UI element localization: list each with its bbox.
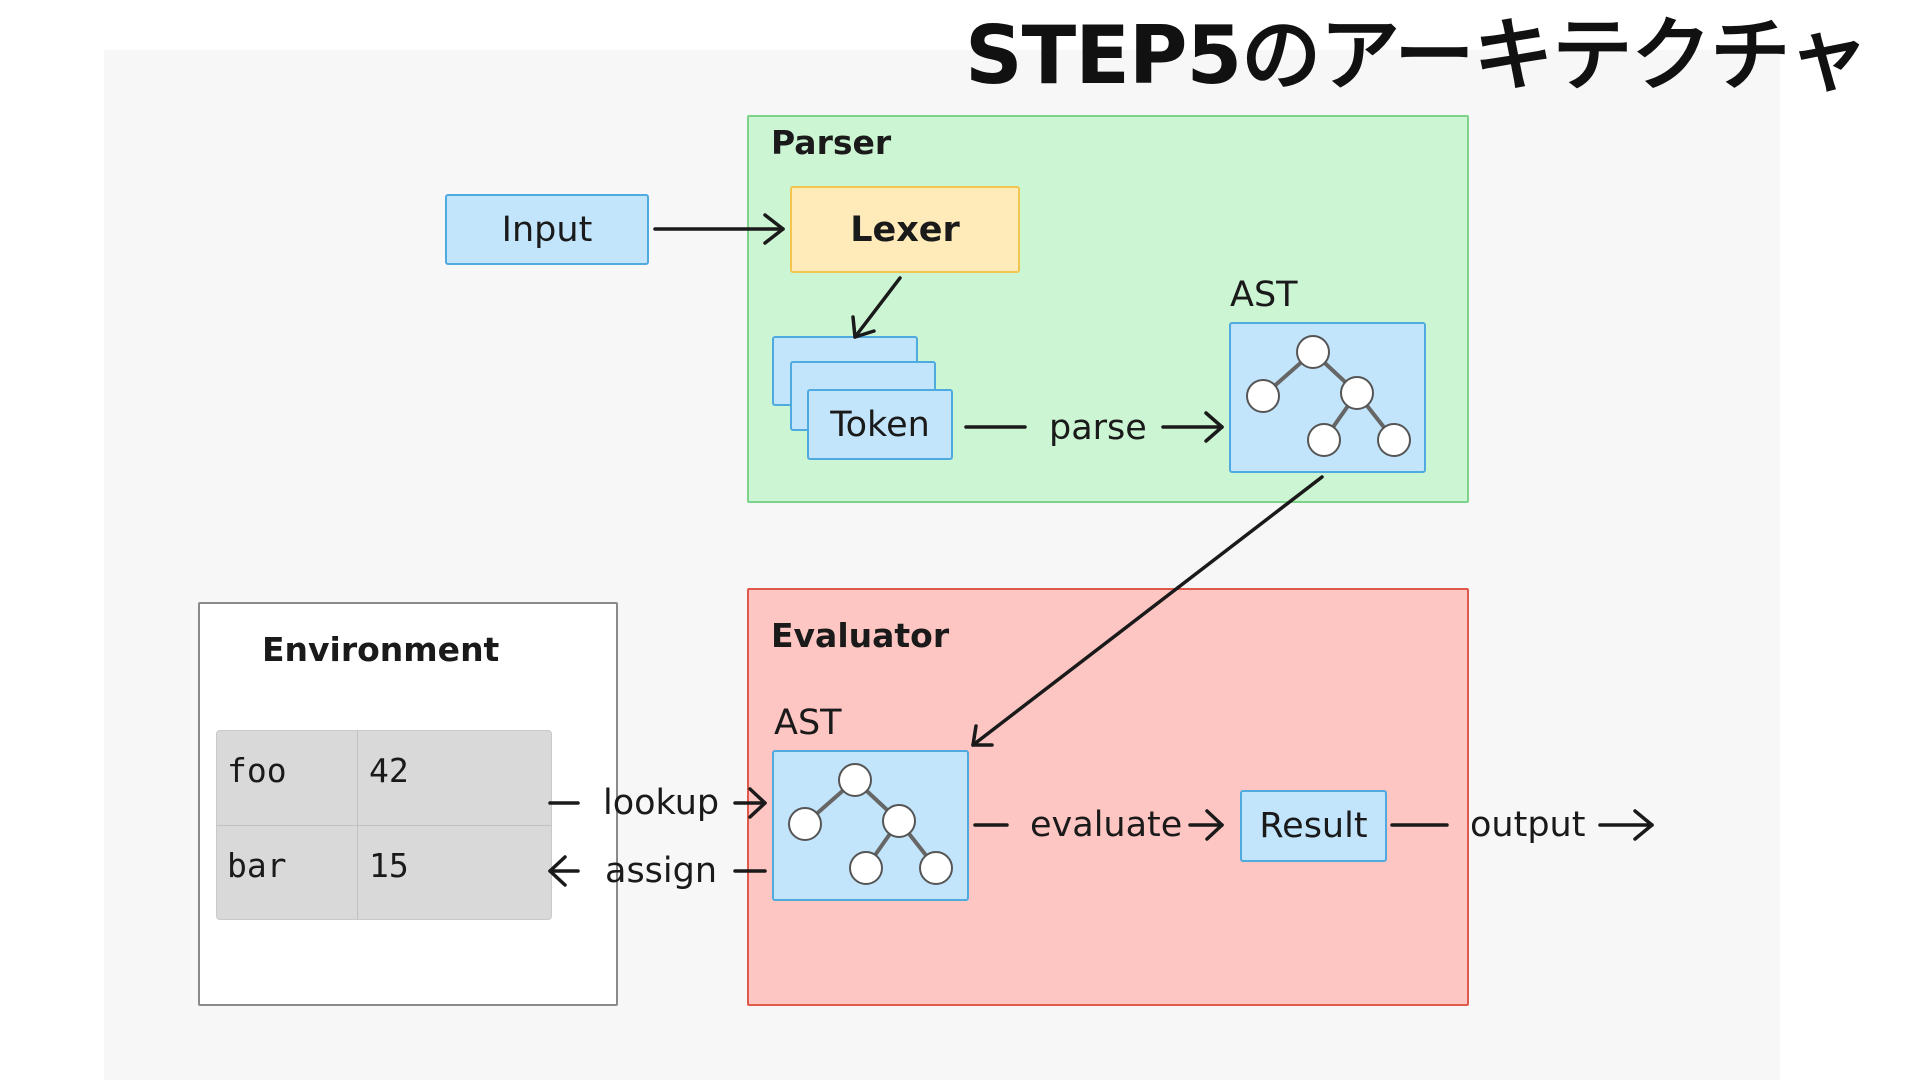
parse-label: parse: [1049, 408, 1147, 448]
env-row-name: bar: [227, 846, 287, 885]
env-row-value: 42: [369, 751, 409, 790]
lexer-node: Lexer: [790, 186, 1020, 273]
output-label: output: [1470, 805, 1586, 845]
parser-label: Parser: [771, 123, 892, 162]
evaluator-label: Evaluator: [771, 616, 950, 655]
token-node: Token: [807, 389, 953, 460]
evaluate-label: evaluate: [1030, 805, 1183, 845]
environment-label: Environment: [262, 630, 500, 669]
ast-label-parser: AST: [1230, 275, 1298, 315]
ast-label-evaluator: AST: [774, 703, 842, 743]
env-row-value: 15: [369, 846, 409, 885]
ast-node-evaluator: [772, 750, 969, 901]
ast-node-parser: [1229, 322, 1426, 473]
assign-label: assign: [605, 851, 718, 891]
env-row-name: foo: [227, 751, 287, 790]
page-title: STEP5のアーキテクチャ: [965, 9, 1869, 102]
input-node: Input: [445, 194, 649, 265]
lookup-label: lookup: [603, 783, 720, 823]
result-node: Result: [1240, 790, 1387, 862]
environment-table: foo 42 bar 15: [216, 730, 552, 920]
